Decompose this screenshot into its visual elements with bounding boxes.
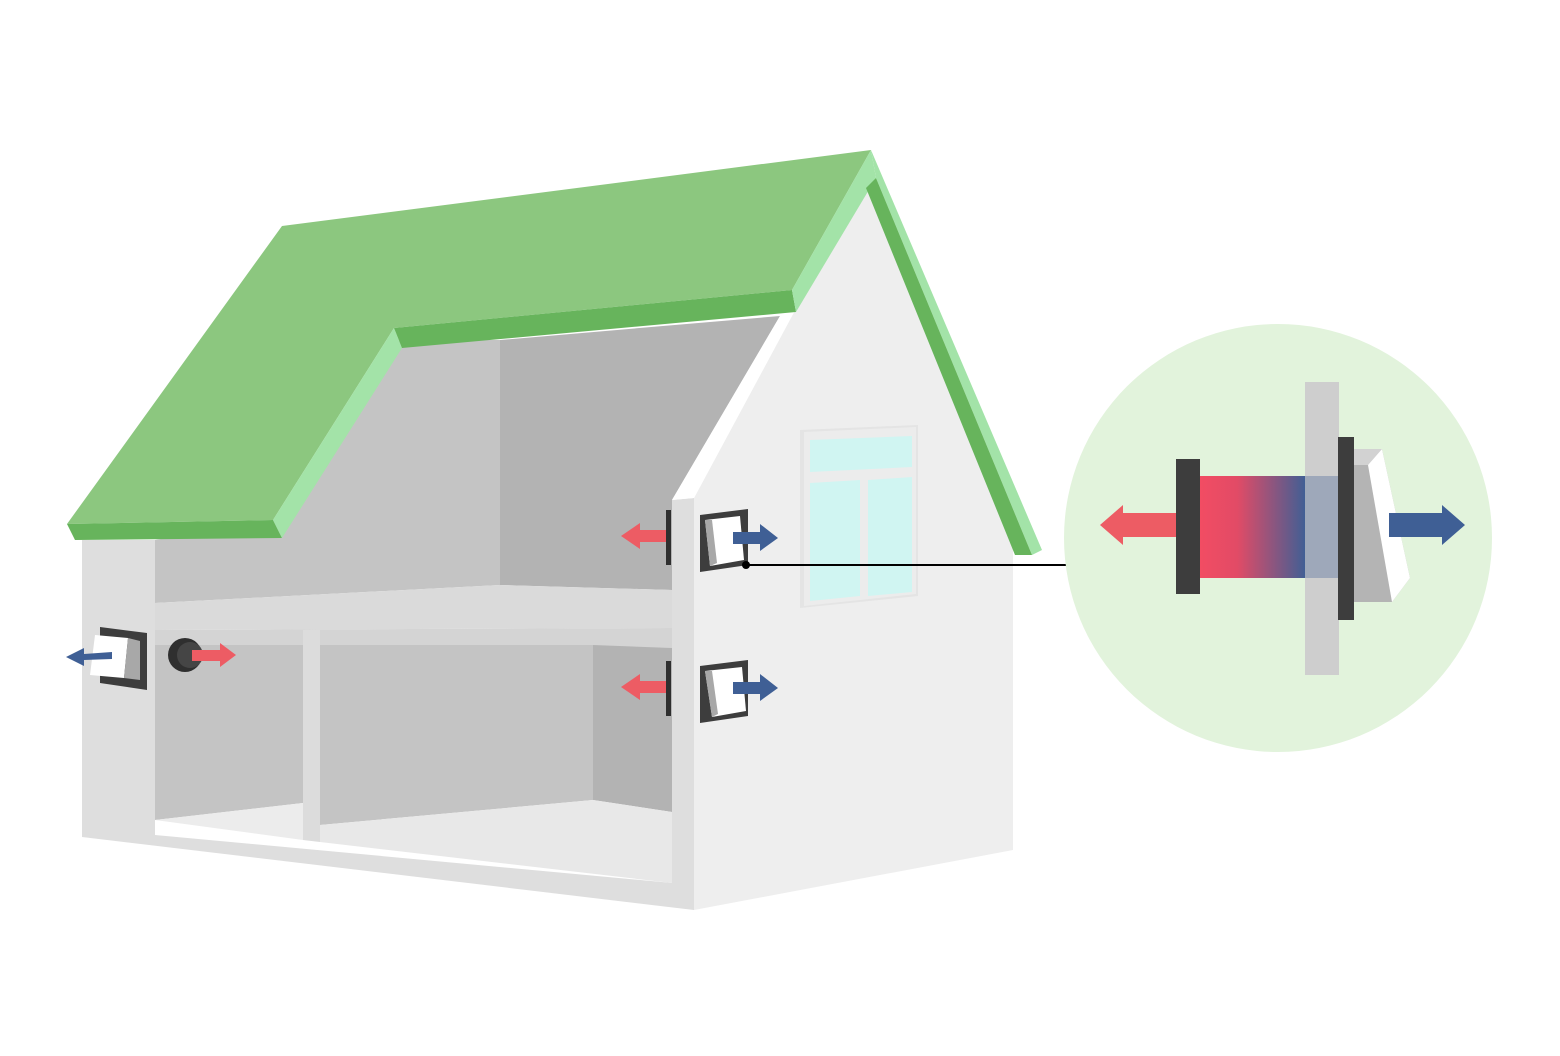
arrow-right-icon	[733, 524, 778, 551]
left-wall-unit	[66, 627, 147, 690]
interior-panel	[666, 510, 671, 565]
callout-dot	[742, 561, 750, 569]
roof-cut-edge-left	[273, 328, 402, 538]
roof-top	[67, 150, 871, 524]
upper-room	[155, 316, 780, 648]
roof-gable-edge-dark	[866, 178, 1032, 555]
detail-view	[1064, 324, 1492, 752]
core-in-wall	[1305, 476, 1339, 578]
arrow-left-icon	[621, 674, 666, 700]
house-left-wall	[82, 540, 155, 837]
window-glass-left	[810, 480, 860, 601]
arrow-left-icon	[621, 523, 666, 549]
arrow-left-icon	[66, 648, 112, 666]
gable-inner-edge	[672, 316, 792, 500]
interior-panel	[666, 661, 671, 716]
roof	[67, 150, 1042, 555]
lower-wall-unit	[621, 660, 778, 723]
lower-rooms	[155, 630, 672, 883]
lower-left-floor	[155, 803, 303, 840]
upper-floor	[155, 585, 672, 630]
arrow-right-icon	[733, 674, 778, 701]
roof-gable-edge-light	[871, 150, 1042, 555]
upper-wall-unit	[621, 509, 778, 572]
roof-front-edge	[67, 520, 282, 540]
outer-hood-top	[1354, 449, 1382, 465]
outer-plate	[1338, 437, 1354, 620]
heat-exchanger-core	[1200, 476, 1306, 578]
house-right-wall-section	[672, 498, 694, 910]
left-interior-grille	[168, 638, 236, 672]
arrow-right-icon	[1389, 505, 1465, 545]
callout-leader	[742, 561, 1066, 569]
roof-cut-edge-right	[792, 150, 876, 312]
roof-cut-edge-top	[394, 290, 796, 348]
arrow-left-icon	[1100, 505, 1176, 545]
window	[800, 425, 918, 608]
house	[67, 150, 1042, 910]
inner-partition	[303, 630, 320, 842]
window-glass-right	[868, 477, 912, 596]
inner-plate	[1176, 459, 1200, 594]
arrow-right-icon	[192, 643, 236, 667]
window-glass-top	[810, 436, 912, 472]
lower-right-floor	[320, 800, 672, 883]
